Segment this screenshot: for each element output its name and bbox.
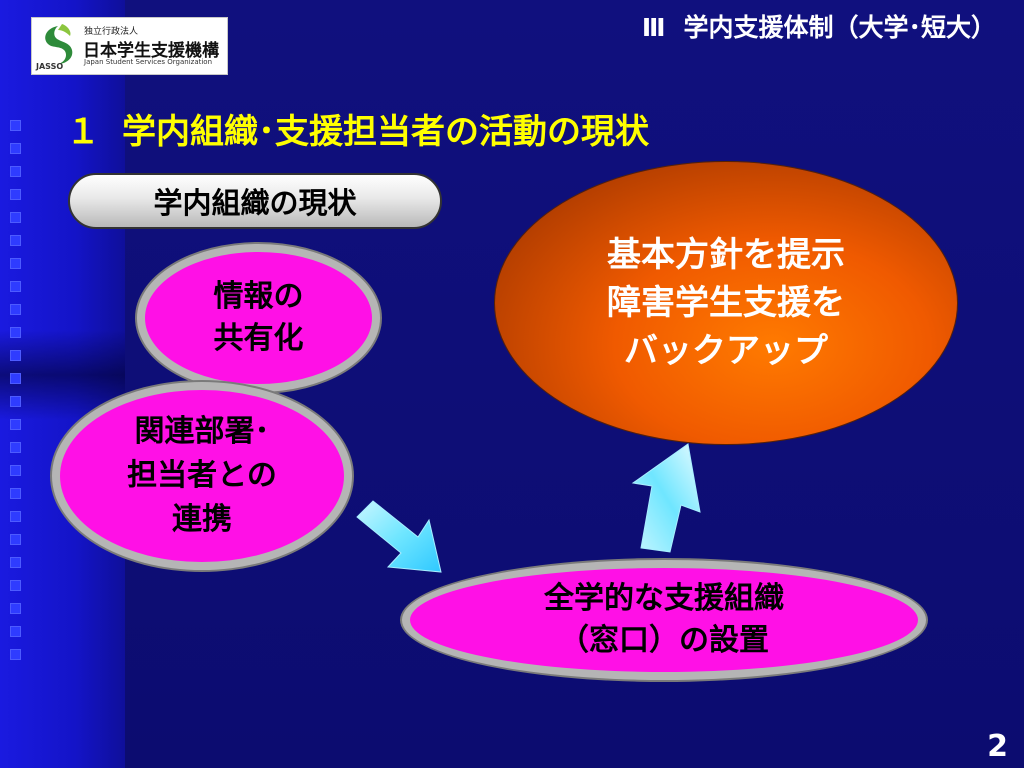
coordination-node: 関連部署･ 担当者との 連携 xyxy=(52,382,352,570)
decorative-square xyxy=(10,419,21,430)
decorative-square xyxy=(10,143,21,154)
establishment-node: 全学的な支援組織 （窓口）の設置 xyxy=(402,560,926,680)
decorative-square xyxy=(10,304,21,315)
jasso-leaf-icon xyxy=(45,24,73,64)
decorative-square xyxy=(10,166,21,177)
arrow-to-establishment xyxy=(356,500,442,573)
decorative-square xyxy=(10,235,21,246)
decorative-square xyxy=(10,511,21,522)
section-title: １ 学内組織･支援担当者の活動の現状 xyxy=(66,104,649,153)
decorative-square xyxy=(10,580,21,591)
logo-org-type: 独立行政法人 xyxy=(84,27,139,37)
coordination-line-3: 連携 xyxy=(171,502,232,537)
decorative-square xyxy=(10,626,21,637)
section-title-text: 学内組織･支援担当者の活動の現状 xyxy=(122,112,649,152)
subtitle-pill: 学内組織の現状 xyxy=(68,173,442,229)
policy-node: 基本方針を提示 障害学生支援を バックアップ xyxy=(495,162,957,444)
establishment-line-2: （窓口）の設置 xyxy=(559,623,769,658)
decorative-square xyxy=(10,281,21,292)
decorative-square xyxy=(10,465,21,476)
chapter-roman: Ⅲ xyxy=(641,13,666,42)
jasso-logo: JASSO 独立行政法人 日本学生支援機構 Japan Student Serv… xyxy=(31,17,228,75)
arrow-to-policy xyxy=(631,443,701,553)
logo-english: Japan Student Services Organization xyxy=(84,58,213,66)
section-number: １ xyxy=(66,112,100,152)
decorative-square xyxy=(10,189,21,200)
decorative-squares xyxy=(10,120,36,680)
logo-abbr: JASSO xyxy=(36,62,64,71)
decorative-square xyxy=(10,603,21,614)
establishment-line-1: 全学的な支援組織 xyxy=(544,581,784,616)
info-sharing-line-1: 情報の xyxy=(213,279,304,314)
decorative-square xyxy=(10,396,21,407)
policy-line-3: バックアップ xyxy=(624,331,828,371)
decorative-square xyxy=(10,442,21,453)
info-sharing-line-2: 共有化 xyxy=(213,321,304,356)
chapter-title: 学内支援体制（大学･短大） xyxy=(683,13,996,42)
decorative-square xyxy=(10,373,21,384)
decorative-square xyxy=(10,327,21,338)
page-number: 2 xyxy=(987,729,1008,764)
decorative-square xyxy=(10,350,21,361)
coordination-line-2: 担当者との xyxy=(127,458,277,493)
chapter-header: Ⅲ 学内支援体制（大学･短大） xyxy=(642,8,996,44)
decorative-square xyxy=(10,120,21,131)
policy-line-2: 障害学生支援を xyxy=(607,283,845,323)
decorative-square xyxy=(10,258,21,269)
decorative-square xyxy=(10,557,21,568)
logo-name: 日本学生支援機構 xyxy=(83,41,219,61)
decorative-square xyxy=(10,649,21,660)
coordination-line-1: 関連部署･ xyxy=(134,414,270,449)
left-decorative-band xyxy=(0,0,125,768)
decorative-square xyxy=(10,534,21,545)
decorative-square xyxy=(10,488,21,499)
info-sharing-node: 情報の 共有化 xyxy=(137,244,380,392)
policy-line-1: 基本方針を提示 xyxy=(607,235,845,275)
decorative-square xyxy=(10,212,21,223)
